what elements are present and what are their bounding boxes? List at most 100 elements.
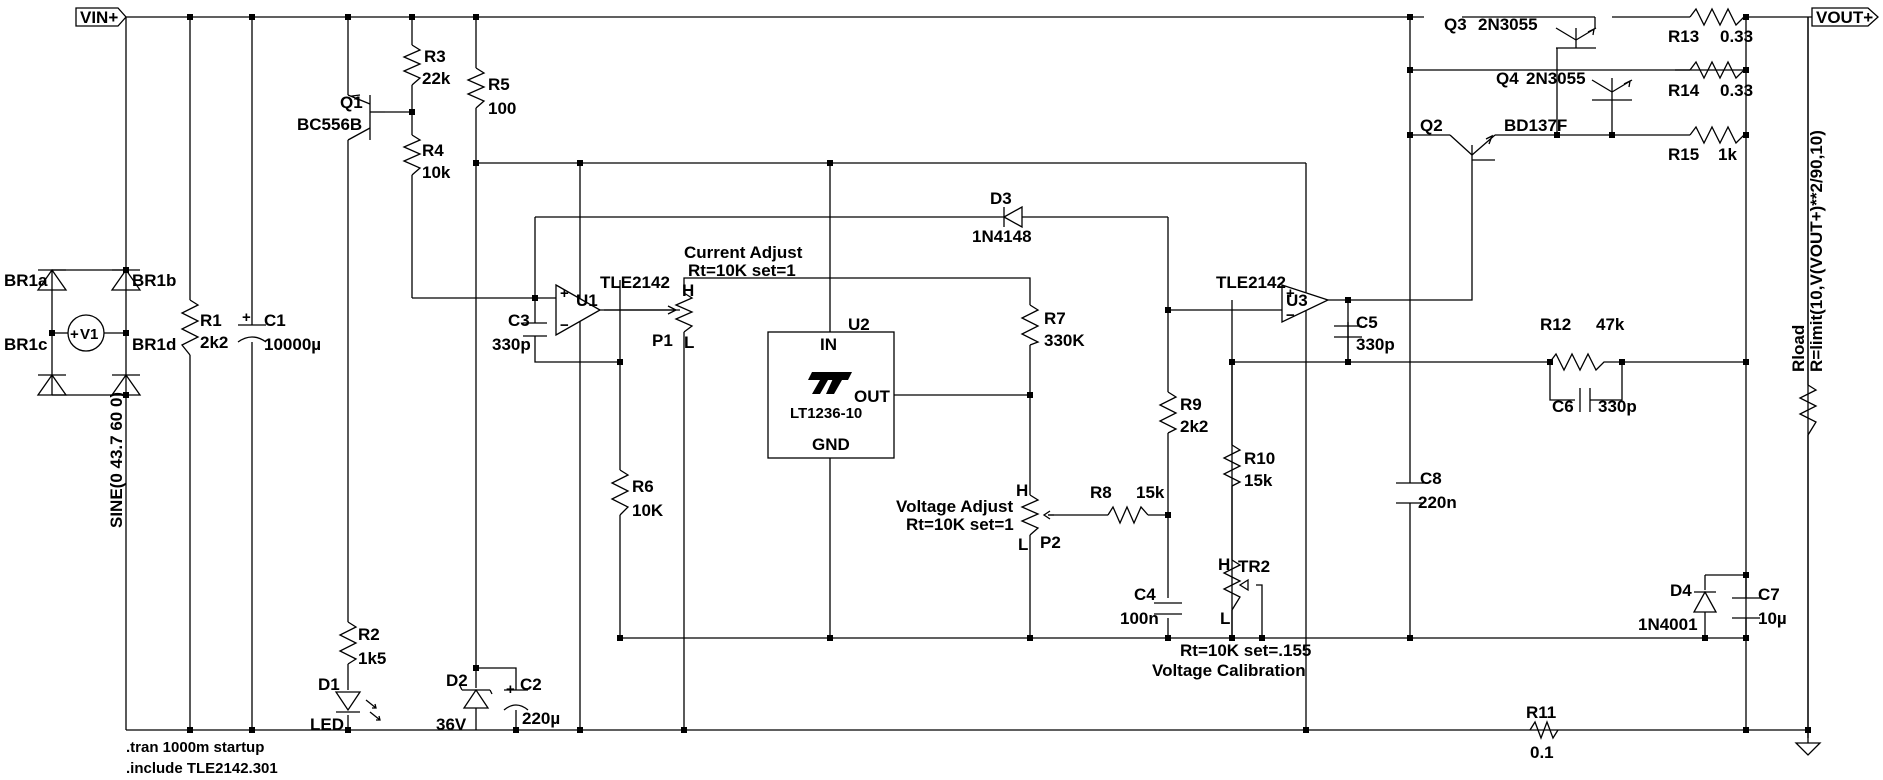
v1-symbol-plus: + [70,326,79,343]
u2-model: LT1236-10 [790,405,862,422]
u2-pin-gnd: GND [812,435,850,454]
u3-plus: + [1286,285,1295,302]
c6-name: C6 [1552,397,1574,416]
c5-name: C5 [1356,313,1378,332]
r15-resistor: R15 1k [1668,125,1746,164]
v1-label: V1 [80,326,98,343]
d4-name: D4 [1670,581,1692,600]
p2-potentiometer: Voltage Adjust Rt=10K set=1 H L P2 [896,481,1061,554]
tr2-trimmer: H TR2 L Rt=10K set=.155 Voltage Calibrat… [1152,555,1311,680]
p1-params: Rt=10K set=1 [688,261,796,280]
q2-transistor: Q2 BD137F [1420,116,1567,165]
u2-name: U2 [848,315,870,334]
r12-resistor: R12 47k [1540,315,1625,372]
p2-title: Voltage Adjust [896,497,1013,516]
d2-value: 36V [436,715,467,734]
r10-resistor: R10 15k [1222,444,1275,490]
q1-name: Q1 [340,93,363,112]
p2-name: P2 [1040,533,1061,552]
v1-source: + V1 SINE(0 43.7 60 0) [67,314,126,528]
r12-value: 47k [1596,315,1625,334]
p1-h: H [682,281,694,300]
d1-value: LED [310,715,344,734]
tr2-l: L [1220,609,1230,628]
r9-value: 2k2 [1180,417,1208,436]
r4-value: 10k [422,163,451,182]
c2-capacitor: + C2 220µ [503,675,560,728]
r13-value: 0.33 [1720,27,1753,46]
r13-name: R13 [1668,27,1699,46]
c3-name: C3 [508,311,530,330]
c7-value: 10µ [1758,609,1787,628]
r5-value: 100 [488,99,516,118]
lt-logo-icon [808,372,852,394]
c4-value: 100n [1120,609,1159,628]
r3-value: 22k [422,69,451,88]
port-vout-label: VOUT+ [1816,8,1873,27]
r2-resistor: R2 1k5 [338,621,386,668]
u3-name: U3 [1286,291,1308,310]
c1-capacitor: + C1 10000µ [237,309,321,354]
r6-name: R6 [632,477,654,496]
bridge-rectifier: BR1a BR1b BR1c BR1d [4,268,176,396]
r14-resistor: R14 0.33 [1668,60,1753,100]
r14-value: 0.33 [1720,81,1753,100]
q2-model: BD137F [1504,116,1567,135]
r12-name: R12 [1540,315,1571,334]
p1-l: L [684,333,694,352]
p2-l: L [1018,535,1028,554]
br1b-label: BR1b [132,271,176,290]
c2-value: 220µ [522,709,560,728]
tr2-params: Rt=10K set=.155 [1180,641,1311,660]
c8-value: 220n [1418,493,1457,512]
u2-pin-out: OUT [854,387,891,406]
d2-name: D2 [446,671,468,690]
c7-capacitor: C7 10µ [1732,585,1787,628]
rload-expr: R=limit(10,V(VOUT+)**2/90,10) [1807,130,1826,372]
c8-name: C8 [1420,469,1442,488]
tr2-name: TR2 [1238,557,1270,576]
r8-resistor: R8 15k [1042,483,1165,525]
r1-resistor: R1 2k2 [180,299,228,356]
directive-include: .include TLE2142.301 [126,760,278,777]
r1-value: 2k2 [200,333,228,352]
c4-name: C4 [1134,585,1156,604]
r7-name: R7 [1044,309,1066,328]
rload-name: Rload [1789,325,1808,372]
r10-value: 15k [1244,471,1273,490]
c5-capacitor: C5 330p [1334,313,1395,354]
r7-resistor: R7 330K [1020,304,1085,350]
r4-resistor: R4 10k [402,134,451,182]
c2-name: C2 [520,675,542,694]
d1-led: D1 LED [310,675,381,734]
q1-transistor: Q1 BC556B [297,93,385,141]
v1-sine-label: SINE(0 43.7 60 0) [107,392,126,528]
rload-resistor: Rload R=limit(10,V(VOUT+)**2/90,10) [1789,130,1826,436]
tr2-h: H [1218,555,1230,574]
junction-dots [49,14,1811,733]
r9-resistor: R9 2k2 [1158,391,1208,436]
r11-name: R11 [1526,703,1556,722]
p2-params: Rt=10K set=1 [906,515,1014,534]
d2-zener: D2 36V [436,671,493,734]
r15-value: 1k [1718,145,1737,164]
q3-model: 2N3055 [1478,15,1538,34]
tr2-title: Voltage Calibration [1152,661,1306,680]
r2-name: R2 [358,625,380,644]
u1-minus: − [560,317,569,334]
r4-name: R4 [422,141,444,160]
r7-value: 330K [1044,331,1085,350]
p1-title: Current Adjust [684,243,803,262]
c1-name: C1 [264,311,286,330]
c1-value: 10000µ [264,335,321,354]
r11-value: 0.1 [1530,743,1554,762]
r5-resistor: R5 100 [466,67,516,118]
u3-model: TLE2142 [1216,273,1286,292]
directive-tran: .tran 1000m startup [126,739,264,756]
q3-name: Q3 [1444,15,1467,34]
r6-resistor: R6 10K [610,469,664,520]
r5-name: R5 [488,75,510,94]
port-vout: VOUT+ [1811,7,1879,27]
r3-resistor: R3 22k [402,44,451,88]
